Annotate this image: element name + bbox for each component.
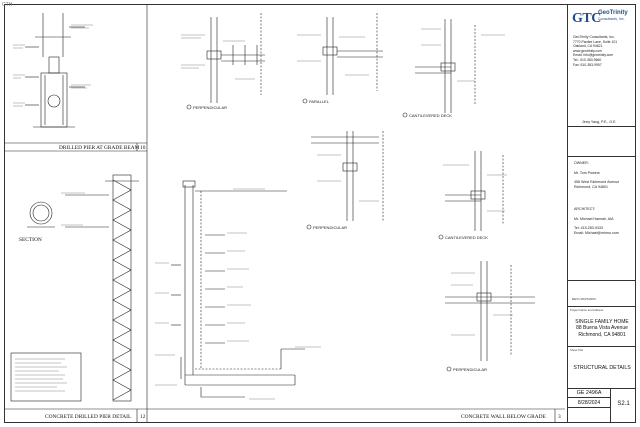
engineer-name: Jerry Yang, P.E., G.E. (582, 120, 617, 124)
architect-info: ARCHITECT: Mr. Michael Hannah, AIA Tel: … (574, 207, 634, 236)
pier-grade-beam-number: 10 (140, 145, 146, 151)
drilled-pier-title: CONCRETE DRILLED PIER DETAIL (45, 414, 131, 420)
pier-grade-beam-title: DRILLED PIER AT GRADE BEAM (59, 145, 140, 151)
address-line: Email: info@geotrinity.com (573, 53, 614, 58)
address-line: Fax: 510-383-9957 (573, 62, 602, 67)
logo-name-line-1: GeoTrinity (598, 10, 628, 16)
architect-heading: ARCHITECT: (574, 207, 596, 211)
wall-below-grade-title: CONCRETE WALL BELOW GRADE (461, 414, 547, 420)
project-block: Project Name and Address SINGLE FAMILY H… (568, 307, 636, 347)
sheet-number: S2.1 (617, 401, 630, 407)
watermark: CTH (2, 2, 13, 8)
detail-captions: DRILLED PIER AT GRADE BEAM 10 SECTION CO… (19, 99, 561, 420)
architect-line: Mr. Michael Hannah, AIA (574, 216, 614, 221)
address-line: GeoTrinity Consultants, Inc. (573, 35, 615, 39)
address-line: Oakland, CA 94621 (573, 44, 603, 49)
parallel-label: PARALLEL (309, 99, 330, 104)
wall-below-grade-number: 3 (558, 414, 561, 420)
revision-block: REV1 05/27/2023 (568, 281, 636, 307)
date-cell: 8/28/2024 (568, 398, 610, 408)
owner-line: Mr. Tom Powers (574, 170, 600, 175)
revision-entry: REV1 05/27/2023 (572, 297, 596, 301)
consultant-block: GTC GeoTrinity Consultants, Inc. GeoTrin… (568, 5, 636, 127)
project-label: Project Name and Address (570, 308, 604, 312)
owner-architect-block: OWNER: Mr. Tom Powers 456 West Richmond … (568, 157, 636, 281)
address-line: www.geotrinity.com (573, 48, 602, 53)
sheet-title-label: Sheet Title (570, 348, 584, 352)
owner-heading: OWNER: (574, 161, 589, 165)
sheet-title: STRUCTURAL DETAILS (573, 365, 631, 371)
job-number: GE 2496A (576, 390, 602, 396)
drilled-pier-number: 12 (140, 414, 146, 420)
stamp-area (568, 127, 636, 157)
drawing-area: DRILLED PIER AT GRADE BEAM 10 SECTION CO… (5, 5, 565, 422)
project-line: Richmond, CA 94801 (578, 331, 626, 338)
sheet-title-block: Sheet Title STRUCTURAL DETAILS (568, 347, 636, 389)
logo-mark: GTC (572, 11, 601, 26)
job-number-cell: GE 2496A (568, 389, 610, 398)
geotrinity-logo: GTC GeoTrinity Consultants, Inc. (572, 9, 632, 31)
perpendicular-2-label: PERPENDICULAR (313, 225, 347, 230)
cantilevered-2-label: CANTILEVERED DECK (445, 235, 488, 240)
project-line: 88 Buena Vista Avenue (576, 325, 628, 332)
address-line: 7770 Pardee Lane, Suite 101 (573, 39, 618, 44)
owner-info: OWNER: Mr. Tom Powers 456 West Richmond … (574, 161, 634, 190)
architect-line: Email: Michael@mhmo.com (574, 230, 619, 235)
owner-line: 456 West Richmond Avenue (574, 180, 620, 185)
logo-name-line-2: Consultants, Inc. (598, 17, 625, 21)
architect-line: Tel: 415-283-9333 (574, 226, 603, 231)
project-address: SINGLE FAMILY HOME 88 Buena Vista Avenue… (568, 319, 636, 338)
sheet-date: 8/28/2024 (577, 400, 601, 406)
cantilevered-1-label: CANTILEVERED DECK (409, 113, 452, 118)
section-label: SECTION (19, 237, 42, 243)
perpendicular-3-label: PERPENDICULAR (453, 367, 487, 372)
owner-line: Richmond, CA 94801 (574, 184, 608, 189)
consultant-address: GeoTrinity Consultants, Inc. 7770 Pardee… (573, 35, 633, 67)
logo-name: GeoTrinity Consultants, Inc. (598, 10, 628, 22)
drawing-sheet: DRILLED PIER AT GRADE BEAM 10 SECTION CO… (4, 4, 636, 423)
title-block: GTC GeoTrinity Consultants, Inc. GeoTrin… (567, 5, 636, 422)
project-line: SINGLE FAMILY HOME (575, 319, 629, 325)
address-line: Tel.: 510-383-9660 (573, 57, 602, 62)
sheet-number-cell: S2.1 (610, 389, 636, 422)
perpendicular-1-label: PERPENDICULAR (193, 105, 227, 110)
structural-details-drawing (5, 5, 565, 422)
